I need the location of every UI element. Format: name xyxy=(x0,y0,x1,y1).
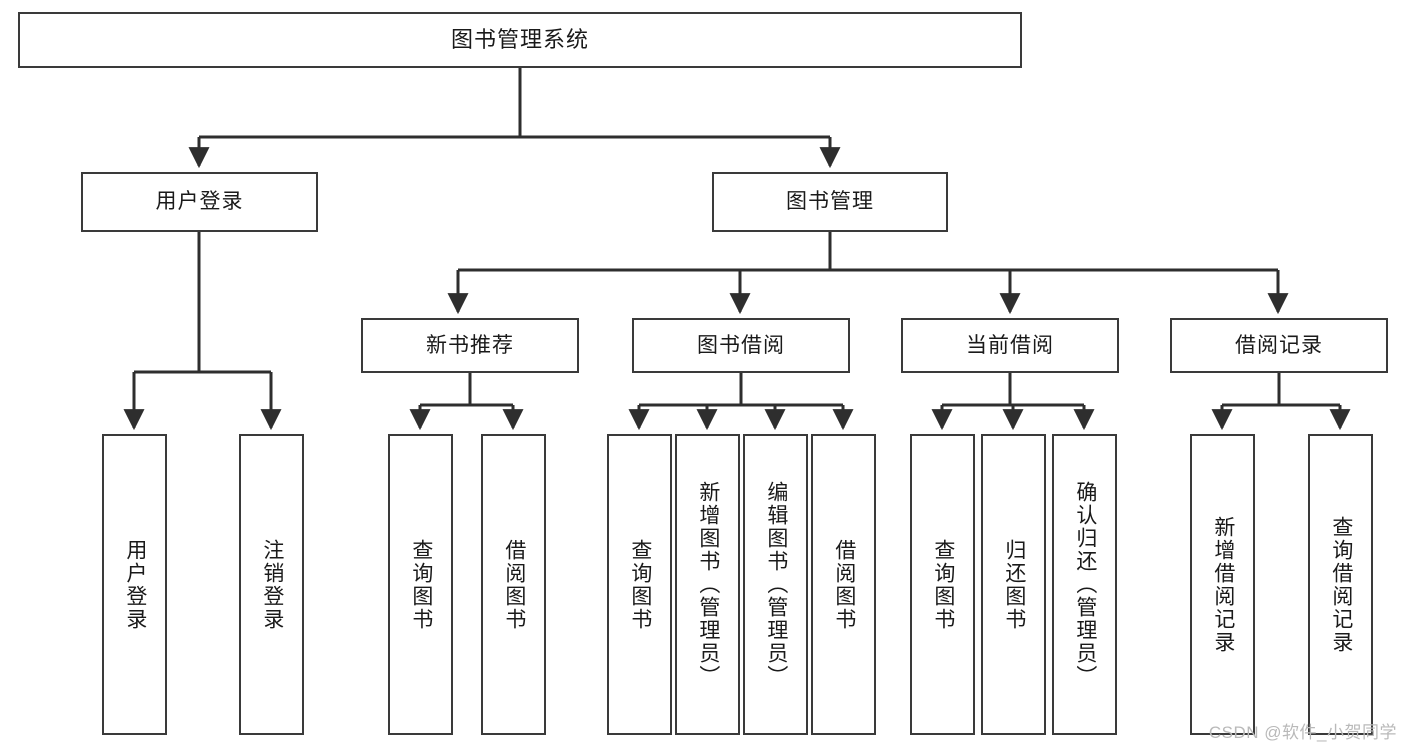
node-book-manage-label: 图书管理 xyxy=(786,190,874,214)
node-root[interactable]: 图书管理系统 xyxy=(18,12,1022,68)
node-book-borrow-label: 图书借阅 xyxy=(697,333,785,357)
node-leaf-add-record-label: 新增借阅记录 xyxy=(1211,515,1235,654)
node-leaf-add-book[interactable]: 新增图书（管理员） xyxy=(675,434,740,735)
node-leaf-add-record[interactable]: 新增借阅记录 xyxy=(1190,434,1255,735)
node-root-label: 图书管理系统 xyxy=(450,26,589,52)
node-leaf-user-login-label: 用户登录 xyxy=(123,538,147,631)
node-leaf-user-login[interactable]: 用户登录 xyxy=(102,434,167,735)
node-book-manage[interactable]: 图书管理 xyxy=(712,172,948,232)
node-new-book-rec-label: 新书推荐 xyxy=(426,333,514,357)
node-leaf-borrow-book-2[interactable]: 借阅图书 xyxy=(811,434,876,735)
node-new-book-rec[interactable]: 新书推荐 xyxy=(361,318,579,373)
node-leaf-query-book-2-label: 查询图书 xyxy=(628,538,652,631)
node-leaf-query-book-3[interactable]: 查询图书 xyxy=(910,434,975,735)
node-leaf-query-book-2[interactable]: 查询图书 xyxy=(607,434,672,735)
node-leaf-logout-login-label: 注销登录 xyxy=(260,538,284,631)
node-leaf-query-book-1[interactable]: 查询图书 xyxy=(388,434,453,735)
node-leaf-confirm-return-label: 确认归还（管理员） xyxy=(1073,481,1097,688)
node-leaf-query-record-label: 查询借阅记录 xyxy=(1329,515,1353,654)
node-leaf-confirm-return[interactable]: 确认归还（管理员） xyxy=(1052,434,1117,735)
node-book-borrow[interactable]: 图书借阅 xyxy=(632,318,850,373)
watermark-text: CSDN @软件_小贺同学 xyxy=(1208,723,1397,742)
node-leaf-logout-login[interactable]: 注销登录 xyxy=(239,434,304,735)
node-leaf-borrow-book-1[interactable]: 借阅图书 xyxy=(481,434,546,735)
node-leaf-query-book-3-label: 查询图书 xyxy=(931,538,955,631)
node-current-borrow-label: 当前借阅 xyxy=(966,333,1054,357)
node-leaf-query-record[interactable]: 查询借阅记录 xyxy=(1308,434,1373,735)
node-user-login[interactable]: 用户登录 xyxy=(81,172,318,232)
node-current-borrow[interactable]: 当前借阅 xyxy=(901,318,1119,373)
node-leaf-add-book-label: 新增图书（管理员） xyxy=(696,481,720,688)
node-leaf-return-book[interactable]: 归还图书 xyxy=(981,434,1046,735)
node-borrow-record[interactable]: 借阅记录 xyxy=(1170,318,1388,373)
node-leaf-query-book-1-label: 查询图书 xyxy=(409,538,433,631)
node-leaf-return-book-label: 归还图书 xyxy=(1002,538,1026,631)
node-user-login-label: 用户登录 xyxy=(155,190,244,214)
node-borrow-record-label: 借阅记录 xyxy=(1235,333,1323,357)
node-leaf-edit-book-label: 编辑图书（管理员） xyxy=(764,481,788,688)
node-leaf-edit-book[interactable]: 编辑图书（管理员） xyxy=(743,434,808,735)
node-leaf-borrow-book-1-label: 借阅图书 xyxy=(502,538,526,631)
node-leaf-borrow-book-2-label: 借阅图书 xyxy=(832,538,856,631)
